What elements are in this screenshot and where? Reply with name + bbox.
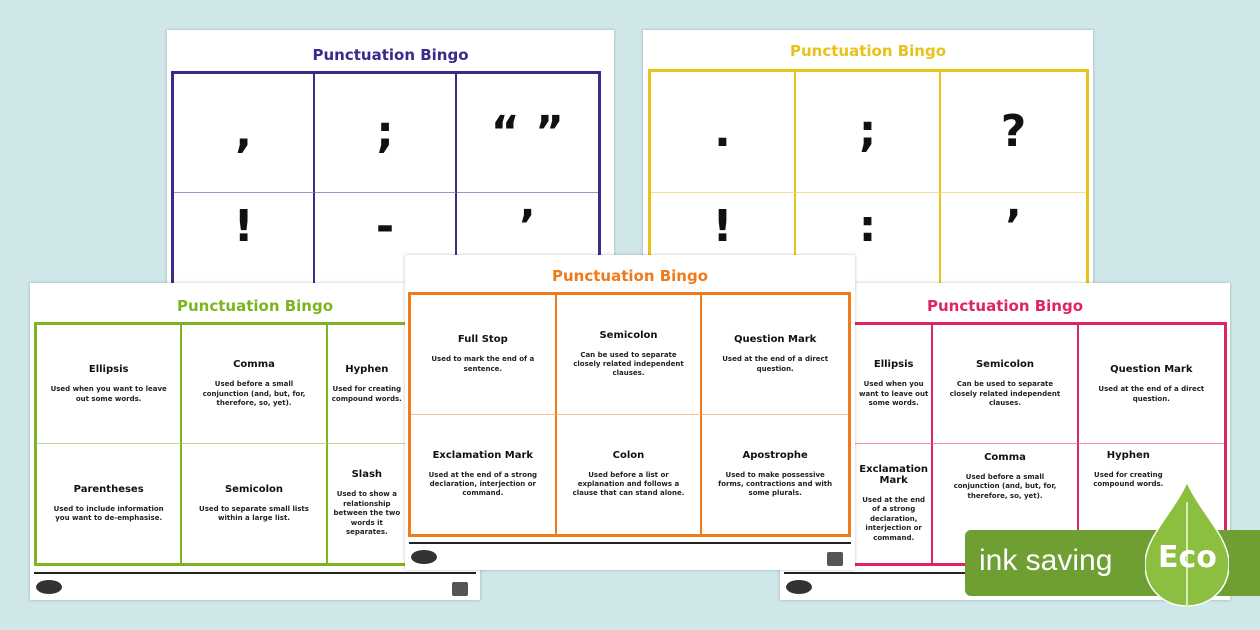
bingo-grid: .;?!: ’: [648, 69, 1089, 349]
cell-name: Colon: [612, 449, 645, 461]
brand-logo-icon: [786, 580, 812, 594]
cell-name: Ellipsis: [873, 359, 914, 371]
cell-name: Exclamation Mark: [859, 463, 929, 486]
bingo-cell: ’: [941, 193, 1086, 314]
cell-name: Semicolon: [224, 483, 284, 495]
bingo-cell: ;: [315, 74, 457, 193]
cell-name: Apostrophe: [742, 449, 808, 461]
cell-description: Used when you want to leave out some wor…: [859, 380, 929, 408]
cell-name: Ellipsis: [88, 364, 129, 376]
punctuation-symbol: -: [375, 201, 395, 252]
bingo-cell: -: [315, 193, 457, 312]
cell-name: Parentheses: [73, 483, 144, 495]
cell-name: Comma: [233, 359, 275, 371]
bingo-cell: “ ”: [456, 74, 598, 193]
punctuation-symbol: “ ”: [490, 107, 564, 158]
punctuation-symbol: ;: [376, 107, 394, 158]
cell-description: Used to show a relationship between the …: [333, 490, 401, 537]
sheet-title: Punctuation Bingo: [926, 297, 1084, 315]
cell-description: Used to include information you want to …: [53, 504, 164, 522]
cell-description: Can be used to separate closely related …: [949, 380, 1061, 408]
sheet-title: Punctuation Bingo: [551, 267, 709, 285]
sheet-title: Punctuation Bingo: [176, 297, 334, 315]
footer-logo-icon: [827, 552, 843, 566]
brand-logo-icon: [411, 550, 437, 564]
bingo-cell: !: [651, 193, 796, 314]
punctuation-symbol: ’: [518, 201, 536, 252]
punctuation-symbol: ’: [1005, 201, 1022, 252]
bingo-cell: ;: [796, 72, 941, 193]
bingo-cell: ?: [941, 72, 1086, 193]
cell-description: Used before a small conjunction (and, bu…: [953, 473, 1057, 500]
sheet-yellow: Punctuation Bingo.;?!: ’: [643, 30, 1093, 349]
punctuation-symbol: ?: [1000, 106, 1027, 157]
cell-name: Hyphen: [1106, 450, 1150, 461]
cell-description: Used for creating compound words.: [1093, 471, 1164, 489]
brand-logo-icon: [36, 580, 62, 594]
badge-eco-label: Eco: [1158, 540, 1217, 575]
cell-description: Used to make possessive forms, contracti…: [718, 470, 833, 498]
punctuation-symbol: !: [712, 201, 733, 252]
cell-description: Used at the end of a strong declaration,…: [428, 470, 538, 498]
cell-name: Comma: [984, 452, 1026, 463]
cell-description: Used at the end of a direct question.: [1098, 385, 1205, 403]
sheet-footer: [34, 572, 476, 600]
bingo-cell: .: [651, 72, 796, 193]
sheet-title: Punctuation Bingo: [312, 46, 469, 64]
punctuation-symbol: :: [858, 201, 877, 252]
cell-name: Full Stop: [457, 334, 508, 346]
cell-name: Slash: [351, 469, 383, 481]
cell-description: Used for creating compound words.: [331, 385, 402, 403]
cell-description: Used at the end of a strong declaration,…: [862, 495, 926, 542]
cell-name: Semicolon: [975, 359, 1035, 371]
cell-name: Semicolon: [599, 329, 658, 341]
punctuation-symbol: !: [233, 201, 254, 252]
sheet-footer: [409, 542, 851, 570]
badge-text: ink saving: [979, 544, 1113, 577]
bingo-cell: !: [174, 193, 316, 312]
cell-description: Used before a small conjunction (and, bu…: [202, 380, 306, 408]
bingo-cell: :: [796, 193, 941, 314]
cell-description: Used to mark the end of a sentence.: [431, 355, 535, 373]
cell-name: Hyphen: [345, 364, 389, 376]
cell-description: Used before a list or explanation and fo…: [572, 470, 685, 498]
cell-description: Used at the end of a direct question.: [722, 355, 829, 373]
leaf-icon: [1145, 482, 1229, 610]
cell-description: Used to separate small lists within a la…: [199, 504, 309, 522]
cell-name: Exclamation Mark: [432, 449, 534, 461]
cell-name: Question Mark: [1110, 364, 1193, 376]
cell-description: Used when you want to leave out some wor…: [50, 385, 167, 403]
cell-description: Can be used to separate closely related …: [573, 350, 684, 378]
footer-logo-icon: [452, 582, 468, 596]
punctuation-symbol: ;: [858, 106, 877, 157]
bingo-cell: ’: [457, 193, 598, 312]
cell-name: Question Mark: [734, 334, 817, 346]
sheet-title: Punctuation Bingo: [789, 42, 947, 60]
punctuation-symbol: .: [714, 106, 731, 157]
punctuation-symbol: ,: [235, 107, 253, 158]
bingo-cell: ,: [174, 74, 316, 193]
sheet-purple: Punctuation Bingo,; “ ”! - ’: [167, 30, 614, 351]
